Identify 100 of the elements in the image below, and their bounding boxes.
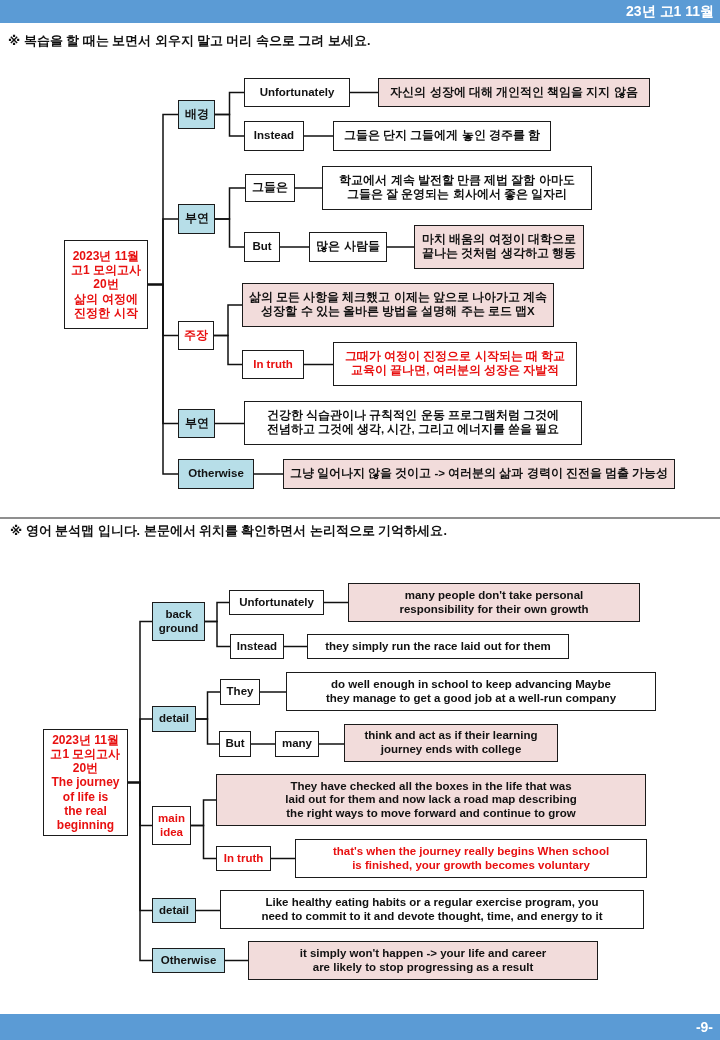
node-text: The journey of life is the real beginning (50, 775, 121, 832)
node-text: back ground (157, 607, 200, 636)
connector-line (204, 620, 231, 648)
connector-line (214, 218, 245, 248)
node-text: 2023년 11월 고1 모의고사 20번 (49, 733, 122, 776)
category-box (178, 100, 215, 129)
node-text: 그들은 단지 그들에게 놓인 경주를 함 (344, 129, 540, 143)
node-text: But (252, 240, 272, 254)
node-text: they simply run the race laid out for them (325, 639, 551, 654)
topic-box (64, 240, 148, 329)
node-text: In truth (223, 851, 264, 866)
connector-line (323, 601, 349, 604)
node-text: 학교에서 계속 발전할 만큼 제법 잘함 아마도 그들은 잘 운영되는 회사에서 좋은 일자리 (338, 174, 576, 202)
keyword-box (229, 590, 324, 615)
node-text: 2023년 11월 고1 모의고사 20번 (70, 249, 142, 292)
connector-line (270, 857, 296, 860)
connector-line (224, 959, 249, 962)
keyword-box (244, 232, 280, 262)
node-text: Instead (236, 639, 278, 654)
node-text: that's when the journey really begins When school is finished, your growth becomes voluntary (331, 844, 611, 873)
summary-box (348, 583, 640, 622)
page-number: -9- (695, 1019, 713, 1035)
connector-line (259, 691, 287, 693)
keyword-box (219, 731, 251, 757)
node-text: 건강한 식습관이나 규칙적인 운동 프로그램처럼 그것에 전념하고 그것에 생각, 시간, 그리고 에너지를 쏟을 필요 (265, 409, 561, 437)
instruction-note: ※ 복습을 할 때는 보면서 외우지 말고 머리 속으로 그려 보세요. (8, 33, 371, 50)
node-text: detail (158, 903, 189, 918)
keyword-box (220, 679, 260, 705)
header-text: 23년 고1 11월 (626, 3, 714, 21)
node-text: 부연 (184, 212, 209, 226)
keyword-box (242, 350, 304, 379)
category-box (152, 706, 196, 732)
node-text: detail (158, 712, 189, 726)
summary-box (244, 401, 582, 445)
summary-box (378, 78, 650, 107)
node-text: 자신의 성장에 대해 개인적인 책임을 지지 않음 (390, 85, 638, 100)
connector-line (214, 422, 245, 425)
connector-line (318, 743, 345, 745)
connector-line (303, 135, 334, 137)
keyword-box (309, 232, 387, 262)
node-text: 삶의 여정에 진정한 시작 (73, 291, 139, 320)
node-text: Otherwise (188, 467, 244, 481)
topic-box (43, 729, 128, 836)
connector-line (349, 91, 379, 94)
summary-box (216, 774, 646, 826)
connector-line (214, 113, 245, 137)
summary-box (322, 166, 592, 210)
node-text: 배경 (184, 107, 209, 122)
connector-line (283, 645, 308, 648)
category-box (178, 459, 254, 489)
connector-line (213, 334, 243, 366)
node-text: 많은 사람들 (316, 240, 380, 254)
category-box (152, 948, 225, 973)
node-text: But (225, 737, 245, 751)
connector-line (195, 718, 220, 745)
summary-box (333, 342, 577, 386)
summary-box (414, 225, 584, 269)
connector-line (190, 824, 217, 860)
node-text: 주장 (184, 328, 208, 343)
summary-box (248, 941, 598, 980)
summary-box (242, 283, 554, 327)
connector-line (147, 283, 179, 475)
node-text: Unfortunately (239, 595, 314, 610)
summary-box (307, 634, 569, 659)
node-text: do well enough in school to keep advancing Maybe they manage to get a good job at a well-run company (324, 677, 618, 706)
connector-line (279, 246, 310, 248)
node-text: it simply won't happen -> your life and career are likely to stop progressing as a result (298, 946, 548, 975)
category-box (152, 898, 196, 923)
node-text: think and act as if their learning journey ends with college (363, 729, 539, 757)
keyword-box (230, 634, 284, 659)
connector-line (386, 246, 415, 248)
node-text: Instead (253, 129, 295, 143)
node-text: Like healthy eating habits or a regular exercise program, you need to commit to it and devote thought, time, and energy to it (260, 895, 604, 924)
summary-box (286, 672, 656, 711)
connector-line (250, 743, 276, 745)
node-text: They have checked all the boxes in the life that was laid out for them and now lack a road map describing the right ways to move forward and continue to grow (284, 779, 578, 821)
category-box (178, 321, 214, 350)
node-text: 삶의 모든 사항을 체크했고 이제는 앞으로 나아가고 계속 성장할 수 있는 올바른 방법을 설명해 주는 로드 맵X (247, 291, 549, 319)
summary-box (220, 890, 644, 929)
keyword-box (216, 846, 271, 871)
summary-box (283, 459, 675, 489)
keyword-box (244, 121, 304, 151)
node-text: many people don't take personal responsibility for their own growth (398, 588, 590, 617)
node-text: Unfortunately (259, 85, 335, 100)
connector-line (303, 363, 334, 366)
keyword-box (275, 731, 319, 757)
category-box (178, 204, 215, 234)
keyword-box (245, 174, 295, 202)
summary-box (295, 839, 647, 878)
instruction-note: ※ 영어 분석맵 입니다. 본문에서 위치를 확인하면서 논리적으로 기억하세요. (10, 523, 447, 540)
node-text: In truth (253, 357, 293, 372)
connector-line (127, 781, 153, 962)
node-text: 그냥 일어나지 않을 것이고 -> 여러분의 삶과 경력이 진전을 멈출 가능성 (289, 467, 669, 481)
summary-box (344, 724, 558, 762)
node-text: 그때가 여정이 진정으로 시작되는 때 학교 교육이 끝나면, 여러분의 성장은 자발적 (344, 350, 566, 378)
category-box (178, 409, 215, 438)
connector-line (195, 909, 221, 912)
node-text: 그들은 (252, 181, 288, 195)
summary-box (333, 121, 551, 151)
connector-line (253, 473, 284, 475)
